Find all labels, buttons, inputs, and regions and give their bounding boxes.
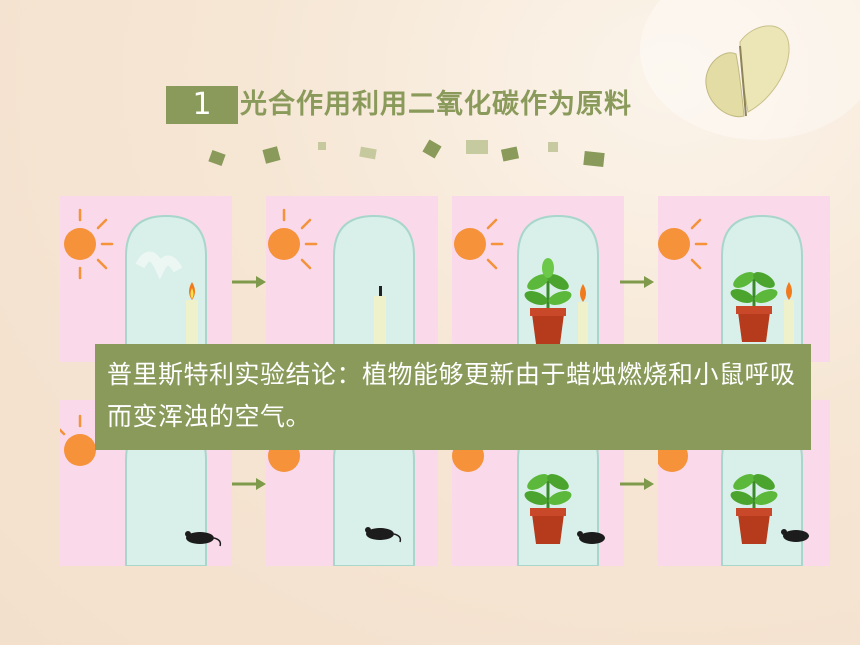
section-number: 1 — [166, 86, 238, 124]
plant-pot-icon — [730, 474, 778, 544]
sun-icon — [658, 218, 708, 270]
slide-title: 光合作用利用二氧化碳作为原料 — [240, 89, 632, 120]
candle-icon — [374, 286, 386, 350]
sun-icon — [454, 218, 504, 270]
decor-square — [318, 142, 326, 150]
sun-icon — [64, 208, 114, 280]
sun-icon — [268, 208, 318, 270]
experiment-panel — [266, 196, 438, 362]
mouse-icon — [577, 531, 605, 544]
experiment-panel — [60, 196, 232, 362]
bell-jar-icon — [333, 214, 415, 362]
conclusion-box: 普里斯特利实验结论：植物能够更新由于蜡烛燃烧和小鼠呼吸而变浑浊的空气。 — [95, 344, 811, 450]
decor-square — [548, 142, 558, 152]
decor-square — [208, 149, 226, 167]
candle-icon — [186, 282, 198, 350]
decor-square — [583, 150, 605, 168]
candle-icon — [578, 284, 588, 350]
butterfly-icon — [705, 25, 790, 118]
decor-square — [422, 139, 442, 159]
right-arrow-icon — [232, 276, 266, 288]
mouse-icon — [365, 527, 402, 543]
decor-square — [466, 140, 488, 154]
right-arrow-icon — [232, 478, 266, 490]
decor-square — [500, 146, 520, 162]
experiment-panel — [658, 196, 830, 362]
experiment-panel — [452, 196, 624, 362]
plant-pot-icon — [524, 258, 572, 344]
decor-square — [359, 146, 377, 160]
right-arrow-icon — [620, 276, 654, 288]
decor-square — [262, 146, 281, 164]
right-arrow-icon — [620, 478, 654, 490]
plant-pot-icon — [524, 474, 572, 544]
mouse-icon — [781, 529, 809, 542]
mouse-icon — [185, 531, 222, 547]
candle-icon — [784, 282, 794, 350]
sun-icon — [60, 414, 96, 466]
plant-pot-icon — [730, 272, 778, 342]
